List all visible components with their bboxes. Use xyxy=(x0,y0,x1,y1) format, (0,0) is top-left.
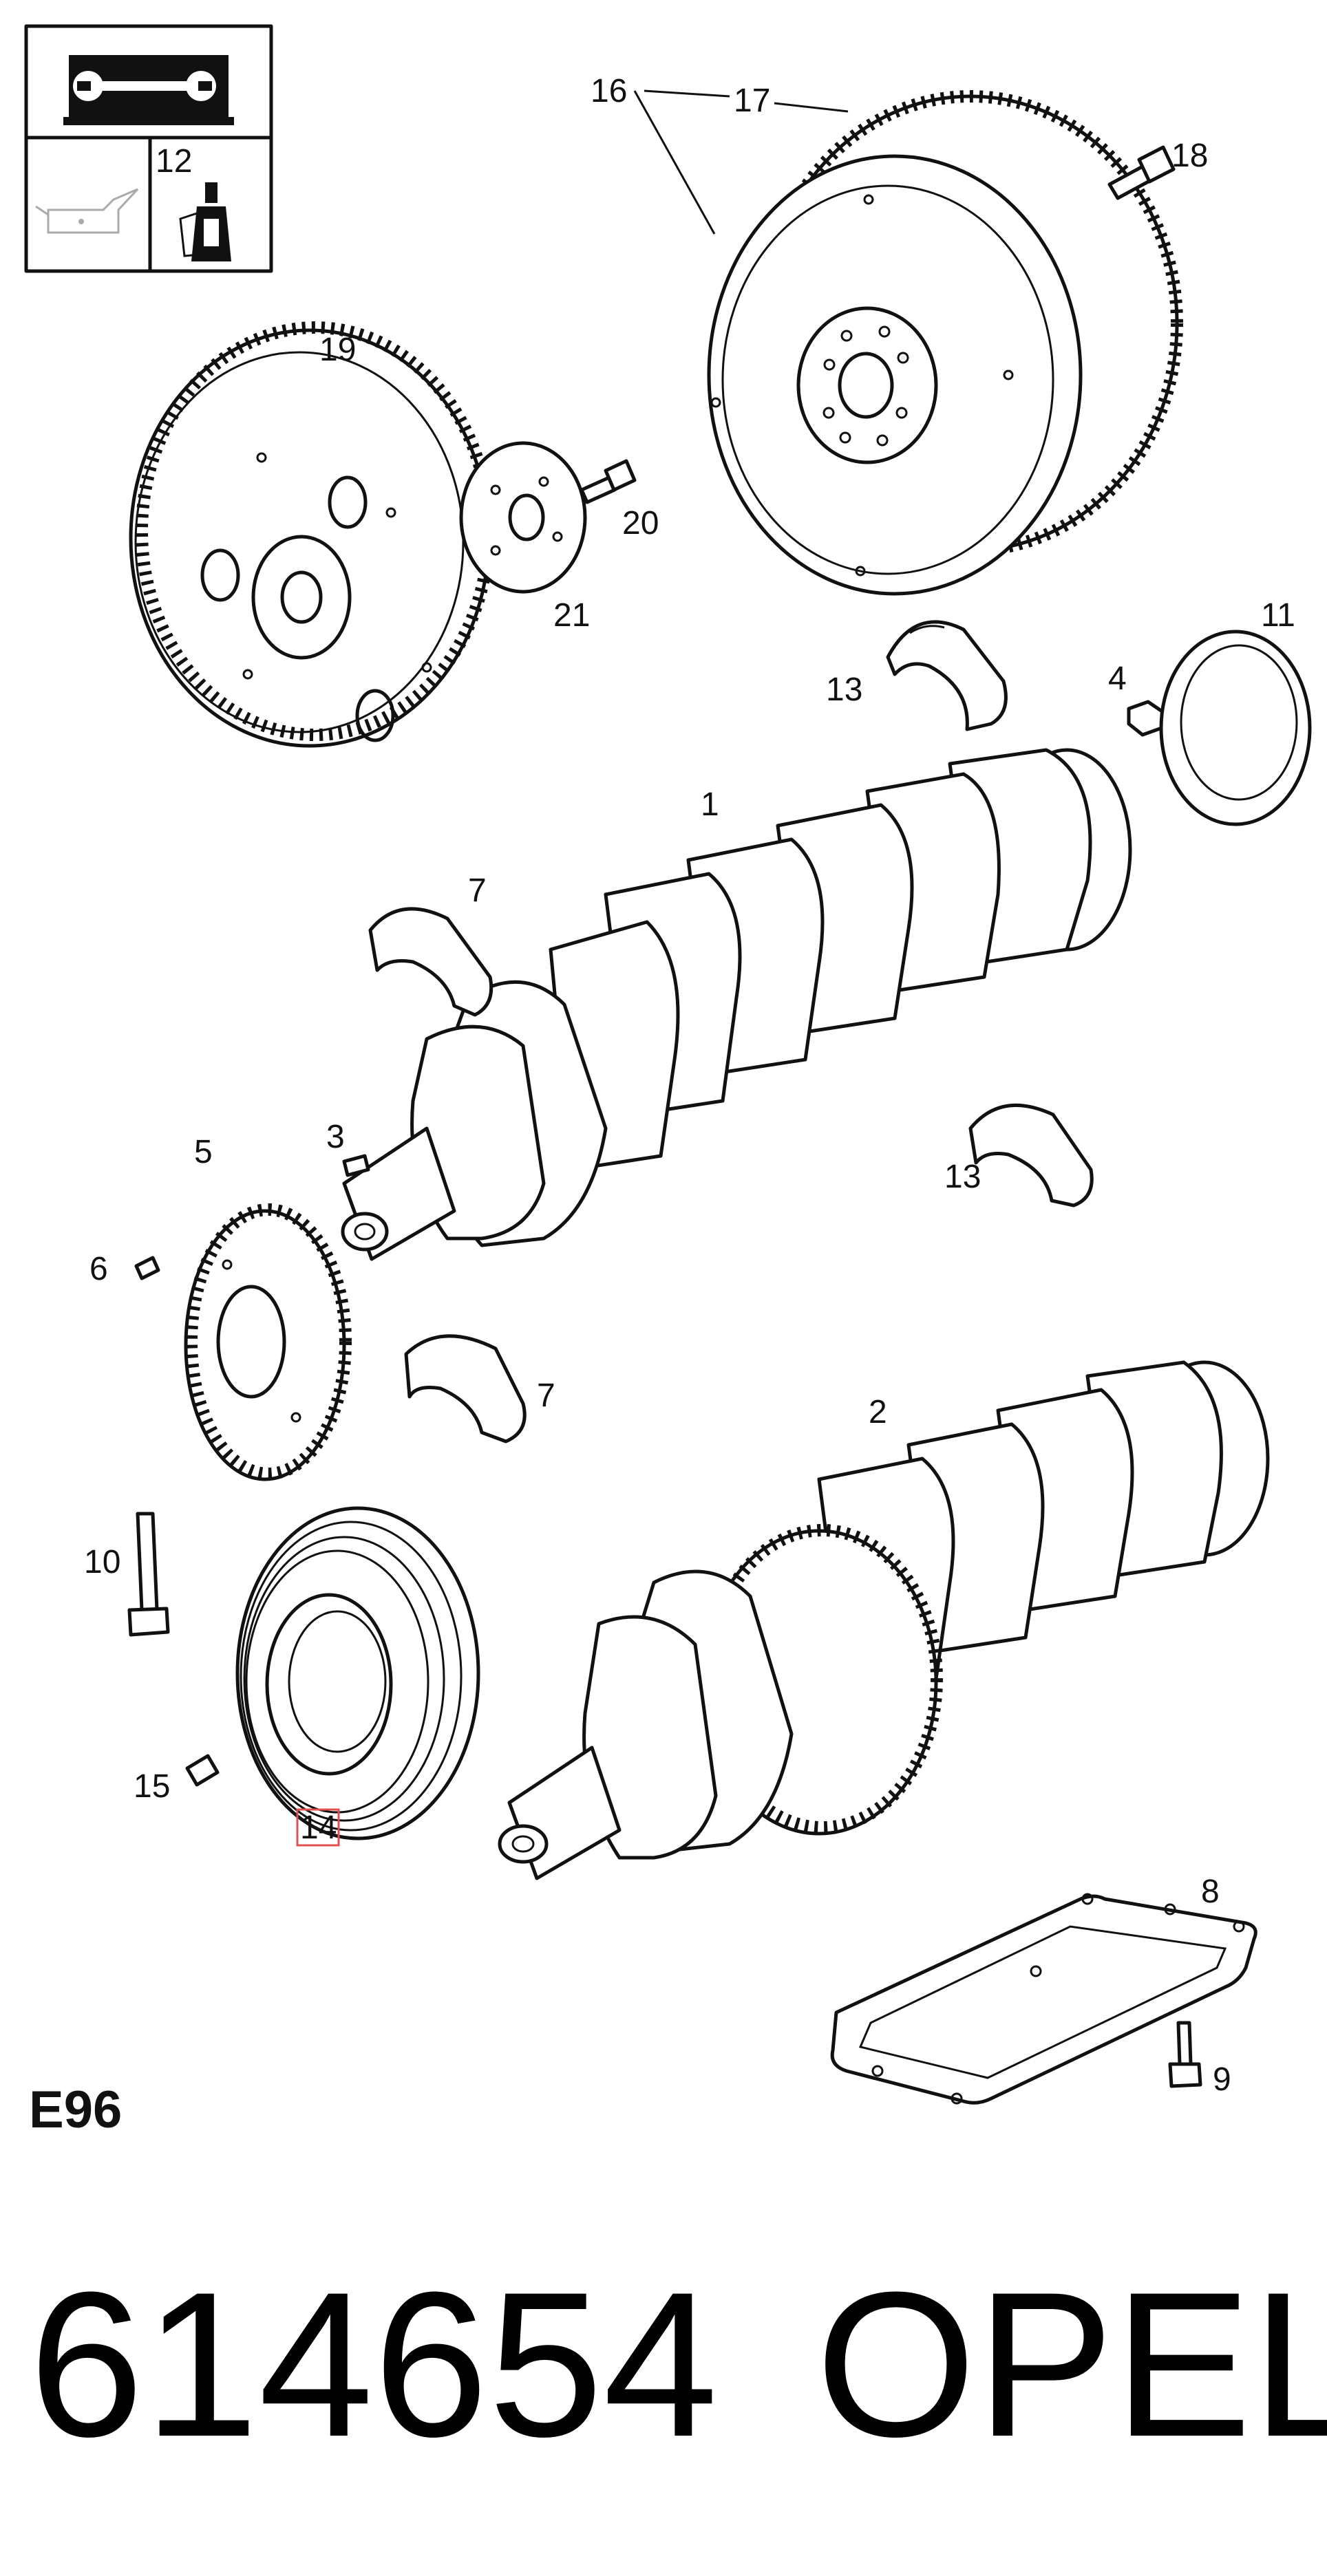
section-code: E96 xyxy=(29,2081,122,2139)
callout-14-highlight xyxy=(296,1808,340,1847)
callout-7-upper: 7 xyxy=(468,872,487,909)
callout-15: 15 xyxy=(134,1768,170,1805)
pulley-bolt xyxy=(127,1512,170,1637)
callout-20: 20 xyxy=(622,505,659,541)
callout-16: 16 xyxy=(591,73,627,109)
main-bearing-shell-lower xyxy=(968,1103,1094,1208)
callout-17: 17 xyxy=(734,83,770,119)
callout-2: 2 xyxy=(869,1394,887,1430)
nut xyxy=(1127,700,1165,737)
legend-box: 12 xyxy=(24,24,273,273)
thrust-bearing-shell-lower xyxy=(404,1334,527,1443)
callout-6: 6 xyxy=(89,1251,108,1287)
callout-4: 4 xyxy=(1108,661,1127,697)
pulley-screw xyxy=(185,1754,220,1787)
callout-7-lower: 7 xyxy=(537,1377,555,1414)
callout-18: 18 xyxy=(1171,138,1208,174)
flywheel-bolt xyxy=(1107,145,1176,200)
flexplate xyxy=(129,321,495,748)
leader-lines xyxy=(633,89,849,235)
callout-8: 8 xyxy=(1201,1874,1220,1910)
crankshaft-pulley xyxy=(235,1506,480,1840)
callout-9: 9 xyxy=(1213,2061,1231,2098)
rear-oil-seal xyxy=(1159,630,1312,826)
crankshaft-lower xyxy=(498,1360,1270,1880)
sprocket-screw xyxy=(134,1256,160,1280)
thrust-bearing-shell-upper xyxy=(368,907,493,1017)
main-bearing-shell-upper xyxy=(886,620,1008,731)
callout-19: 19 xyxy=(319,332,356,368)
callout-labels: 1 2 3 4 5 6 7 7 8 9 10 11 13 13 14 15 16… xyxy=(84,73,1295,2098)
repair-manual-icon xyxy=(63,55,234,125)
flywheel xyxy=(707,90,1183,596)
reinforcement-plate xyxy=(459,441,587,594)
callout-3: 3 xyxy=(326,1119,345,1155)
flexplate-bolt xyxy=(580,459,637,504)
callout-13-lower: 13 xyxy=(944,1159,981,1195)
callout-14: 14 xyxy=(300,1810,337,1846)
callout-5: 5 xyxy=(194,1134,213,1170)
timing-sprocket xyxy=(184,1203,352,1481)
oil-pan-gasket xyxy=(830,1893,1257,2105)
callout-13-upper: 13 xyxy=(826,672,862,708)
crankshaft-upper xyxy=(341,748,1132,1261)
callout-21: 21 xyxy=(553,597,590,634)
legend-item-number: 12 xyxy=(156,143,192,180)
part-number: 614654 xyxy=(29,2248,718,2480)
woodruff-key xyxy=(342,1154,370,1177)
oil-can-icon xyxy=(35,188,139,234)
adhesive-bottle-icon xyxy=(179,182,231,261)
callout-1: 1 xyxy=(701,786,719,823)
callout-11: 11 xyxy=(1261,597,1295,634)
oil-pan-bolt xyxy=(1168,2021,1202,2088)
brand-name: OPEL xyxy=(816,2248,1327,2480)
callout-10: 10 xyxy=(84,1544,120,1580)
